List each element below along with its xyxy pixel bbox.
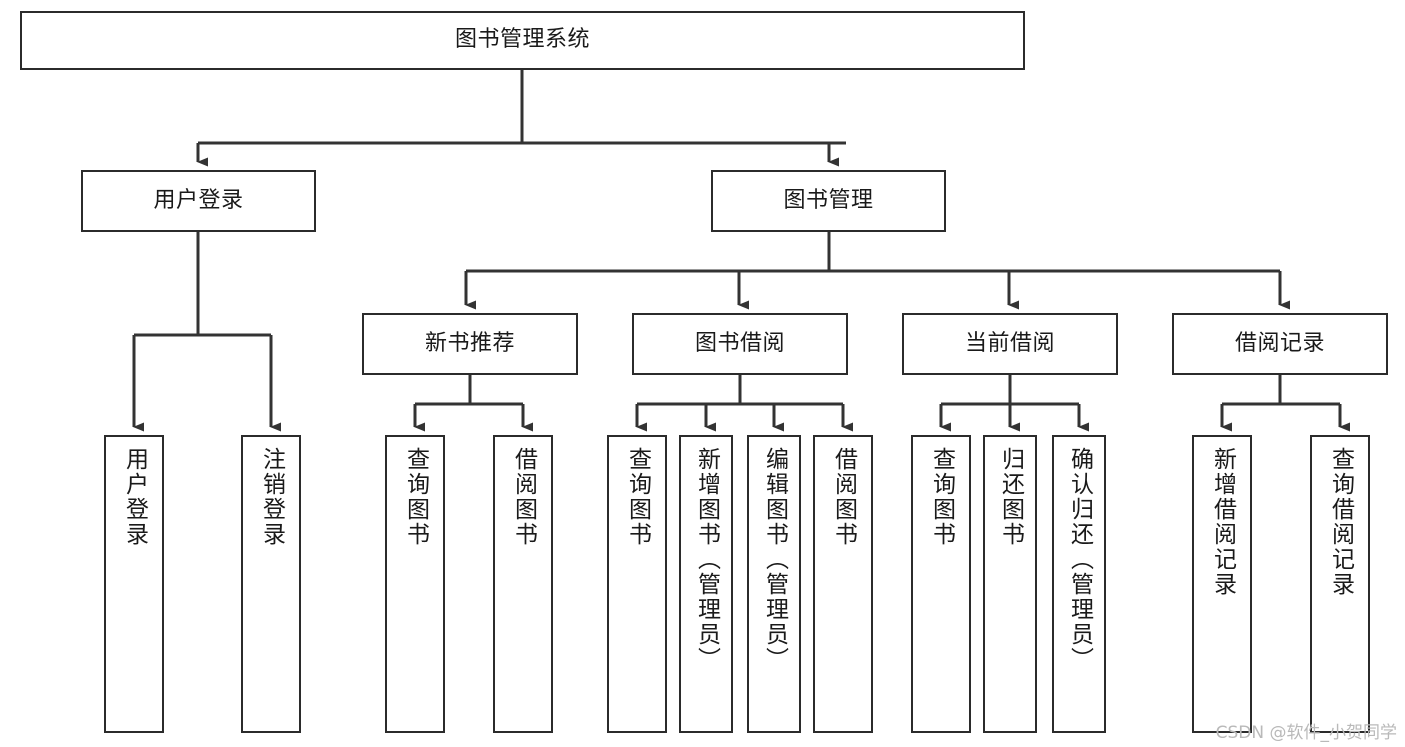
node-label: 注销登录: [258, 447, 285, 547]
node-label: 新增借阅记录: [1209, 447, 1236, 597]
leaf-new-book-query-book[interactable]: 查询图书: [385, 435, 445, 733]
leaf-book-borrow-edit-book-admin[interactable]: 编辑图书（管理员）: [747, 435, 801, 733]
leaf-current-borrow-confirm-return-admin[interactable]: 确认归还（管理员）: [1052, 435, 1106, 733]
node-label: 确认归还（管理员）: [1066, 447, 1093, 672]
node-label: 查询图书: [928, 447, 955, 547]
node-label: 图书借阅: [694, 330, 785, 356]
node-label: 编辑图书（管理员）: [761, 447, 788, 672]
leaf-book-borrow-query-book[interactable]: 查询图书: [607, 435, 667, 733]
node-root-system[interactable]: 图书管理系统: [20, 11, 1025, 70]
leaf-current-borrow-return-book[interactable]: 归还图书: [983, 435, 1037, 733]
node-label: 借阅记录: [1234, 330, 1325, 356]
node-label: 新增图书（管理员）: [693, 447, 720, 672]
leaf-book-borrow-add-book-admin[interactable]: 新增图书（管理员）: [679, 435, 733, 733]
node-label: 用户登录: [121, 447, 148, 547]
leaf-borrow-record-query-record[interactable]: 查询借阅记录: [1310, 435, 1370, 733]
leaf-user-login-logout[interactable]: 注销登录: [241, 435, 301, 733]
node-label: 查询图书: [402, 447, 429, 547]
node-user-login[interactable]: 用户登录: [81, 170, 316, 232]
node-label: 借阅图书: [830, 447, 857, 547]
leaf-new-book-borrow-book[interactable]: 借阅图书: [493, 435, 553, 733]
node-label: 查询借阅记录: [1327, 447, 1354, 597]
node-label: 当前借阅: [964, 330, 1055, 356]
node-borrow-record[interactable]: 借阅记录: [1172, 313, 1388, 375]
leaf-user-login-login[interactable]: 用户登录: [104, 435, 164, 733]
node-label: 查询图书: [624, 447, 651, 547]
node-new-book-recommend[interactable]: 新书推荐: [362, 313, 578, 375]
leaf-borrow-record-add-record[interactable]: 新增借阅记录: [1192, 435, 1252, 733]
node-label: 图书管理系统: [454, 27, 590, 53]
node-label: 归还图书: [997, 447, 1024, 547]
node-book-management[interactable]: 图书管理: [711, 170, 946, 232]
leaf-current-borrow-query-book[interactable]: 查询图书: [911, 435, 971, 733]
node-current-borrow[interactable]: 当前借阅: [902, 313, 1118, 375]
node-label: 图书管理: [783, 187, 874, 213]
node-book-borrow[interactable]: 图书借阅: [632, 313, 848, 375]
node-label: 借阅图书: [510, 447, 537, 547]
node-label: 用户登录: [153, 187, 244, 213]
node-label: 新书推荐: [424, 330, 515, 356]
leaf-book-borrow-borrow-book[interactable]: 借阅图书: [813, 435, 873, 733]
